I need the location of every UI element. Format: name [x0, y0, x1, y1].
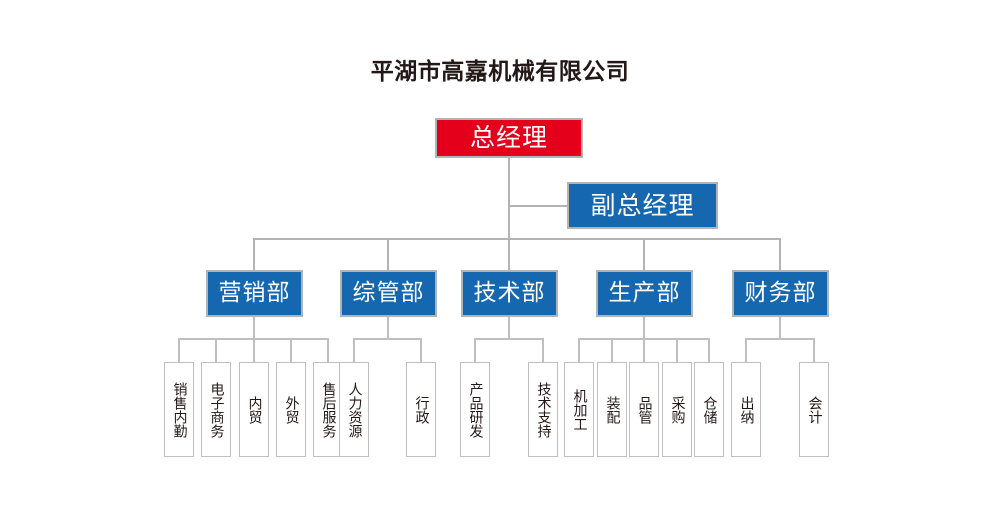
node-unit-sales-support-label: 销售内勤	[171, 381, 188, 438]
node-deputy-general-manager-label: 副总经理	[590, 190, 695, 220]
node-unit-after-sales-label: 售后服务	[320, 381, 337, 438]
node-unit-purchasing-label: 采购	[669, 395, 686, 424]
node-unit-cashier[interactable]: 出纳	[731, 362, 761, 457]
connector-technology-drop-1	[474, 338, 476, 362]
node-unit-machining[interactable]: 机加工	[564, 362, 594, 457]
connector-drop-production	[643, 238, 645, 270]
connector-marketing-drop-5	[327, 338, 329, 362]
node-unit-accounting[interactable]: 会计	[799, 362, 829, 457]
node-unit-domestic-trade[interactable]: 内贸	[239, 362, 269, 457]
connector-technology-drop-2	[542, 338, 544, 362]
node-unit-foreign-trade-label: 外贸	[283, 395, 300, 424]
connector-general-admin-drop-2	[420, 338, 422, 362]
node-unit-product-rnd[interactable]: 产品研发	[460, 362, 490, 457]
connector-finance-stem	[779, 317, 781, 339]
node-unit-warehousing-label: 仓储	[701, 395, 718, 424]
connector-department-bus	[253, 238, 780, 240]
node-unit-accounting-label: 会计	[806, 395, 823, 424]
node-department-marketing[interactable]: 营销部	[206, 270, 303, 317]
connector-finance-bus	[745, 338, 814, 340]
connector-marketing-drop-3	[253, 338, 255, 362]
page-title: 平湖市高嘉机械有限公司	[370, 59, 630, 85]
node-unit-warehousing[interactable]: 仓储	[694, 362, 724, 457]
node-unit-ecommerce[interactable]: 电子商务	[201, 362, 231, 457]
node-unit-quality-control-label: 品管	[636, 395, 653, 424]
connector-gm-trunk	[508, 158, 510, 239]
node-department-finance-label: 财务部	[744, 279, 817, 306]
node-unit-ecommerce-label: 电子商务	[208, 381, 225, 438]
node-unit-quality-control[interactable]: 品管	[629, 362, 659, 457]
node-unit-after-sales[interactable]: 售后服务	[313, 362, 343, 457]
node-department-finance[interactable]: 财务部	[732, 270, 829, 317]
node-department-technology[interactable]: 技术部	[461, 270, 558, 317]
node-unit-domestic-trade-label: 内贸	[246, 395, 263, 424]
connector-production-stem	[643, 317, 645, 339]
node-general-manager-label: 总经理	[469, 123, 548, 153]
connector-technology-stem	[508, 317, 510, 339]
connector-marketing-stem	[253, 317, 255, 339]
node-general-manager[interactable]: 总经理	[435, 118, 583, 158]
node-department-technology-label: 技术部	[473, 279, 546, 306]
node-unit-technical-support[interactable]: 技术支持	[528, 362, 558, 457]
connector-marketing-drop-1	[178, 338, 180, 362]
connector-general-admin-drop-1	[353, 338, 355, 362]
connector-finance-drop-2	[813, 338, 815, 362]
connector-production-drop-1	[578, 338, 580, 362]
node-department-production-label: 生产部	[608, 279, 681, 306]
node-unit-product-rnd-label: 产品研发	[467, 381, 484, 438]
node-unit-administration-label: 行政	[413, 395, 430, 424]
connector-drop-marketing	[253, 238, 255, 270]
node-unit-foreign-trade[interactable]: 外贸	[276, 362, 306, 457]
connector-production-drop-5	[708, 338, 710, 362]
node-unit-assembly[interactable]: 装配	[597, 362, 627, 457]
node-unit-assembly-label: 装配	[604, 395, 621, 424]
node-unit-human-resources[interactable]: 人力资源	[339, 362, 369, 457]
node-unit-sales-support[interactable]: 销售内勤	[164, 362, 194, 457]
connector-production-drop-3	[643, 338, 645, 362]
connector-production-drop-4	[676, 338, 678, 362]
node-unit-machining-label: 机加工	[571, 388, 588, 431]
node-deputy-general-manager[interactable]: 副总经理	[567, 182, 718, 229]
connector-gm-to-deputy	[508, 205, 569, 207]
node-unit-purchasing[interactable]: 采购	[662, 362, 692, 457]
node-unit-administration[interactable]: 行政	[406, 362, 436, 457]
connector-finance-drop-1	[745, 338, 747, 362]
connector-general-admin-stem	[387, 317, 389, 339]
node-department-general-admin[interactable]: 综管部	[340, 270, 437, 317]
connector-marketing-drop-2	[215, 338, 217, 362]
connector-technology-bus	[474, 338, 543, 340]
connector-drop-general-admin	[387, 238, 389, 270]
node-unit-cashier-label: 出纳	[738, 395, 755, 424]
node-department-general-admin-label: 综管部	[352, 279, 425, 306]
node-unit-human-resources-label: 人力资源	[346, 381, 363, 438]
node-unit-technical-support-label: 技术支持	[535, 381, 552, 438]
connector-drop-technology	[508, 238, 510, 270]
connector-production-drop-2	[611, 338, 613, 362]
node-department-production[interactable]: 生产部	[596, 270, 693, 317]
connector-marketing-drop-4	[290, 338, 292, 362]
node-department-marketing-label: 营销部	[218, 279, 291, 306]
connector-general-admin-bus	[353, 338, 421, 340]
connector-drop-finance	[779, 238, 781, 270]
